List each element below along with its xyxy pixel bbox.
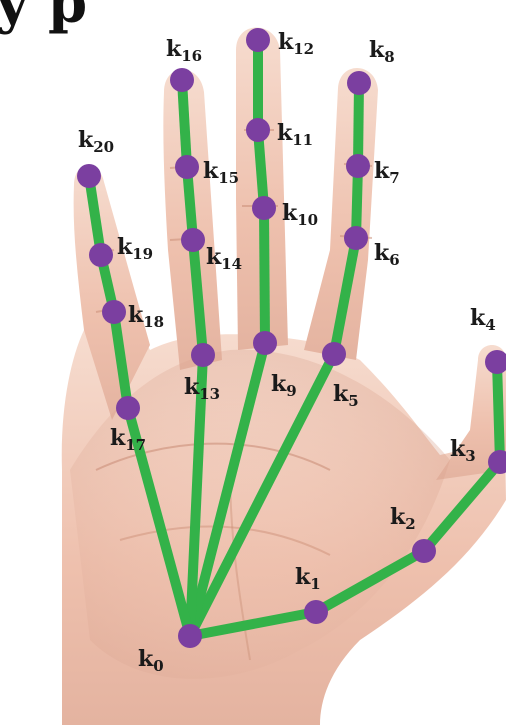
keypoint-k17 [116, 396, 140, 420]
label-k16: k16 [166, 36, 202, 65]
label-k19: k19 [117, 234, 153, 263]
keypoint-k16 [170, 68, 194, 92]
keypoint-k0 [178, 624, 202, 648]
keypoint-k7 [346, 154, 370, 178]
bone-k15-k16 [182, 80, 187, 167]
label-k11: k11 [277, 120, 313, 149]
keypoint-k5 [322, 342, 346, 366]
bone-k3-k4 [497, 362, 500, 462]
keypoint-k12 [246, 28, 270, 52]
keypoint-k14 [181, 228, 205, 252]
keypoint-k2 [412, 539, 436, 563]
keypoint-k6 [344, 226, 368, 250]
label-k10: k10 [282, 200, 318, 229]
label-k12: k12 [278, 29, 314, 58]
keypoint-k8 [347, 71, 371, 95]
cropped-header-text: y p [0, 0, 87, 36]
label-k18: k18 [128, 302, 164, 331]
keypoint-k9 [253, 331, 277, 355]
keypoint-k10 [252, 196, 276, 220]
label-k4: k4 [470, 305, 496, 334]
keypoint-k18 [102, 300, 126, 324]
keypoint-k11 [246, 118, 270, 142]
label-k20: k20 [78, 127, 114, 156]
label-k15: k15 [203, 158, 239, 187]
bone-k9-k10 [264, 208, 265, 343]
keypoint-k19 [89, 243, 113, 267]
keypoint-k15 [175, 155, 199, 179]
keypoint-k20 [77, 164, 101, 188]
label-k7: k7 [374, 158, 400, 187]
keypoint-k13 [191, 343, 215, 367]
label-k8: k8 [369, 37, 395, 66]
bone-k7-k8 [358, 83, 359, 166]
keypoint-k1 [304, 600, 328, 624]
label-k6: k6 [374, 240, 400, 269]
